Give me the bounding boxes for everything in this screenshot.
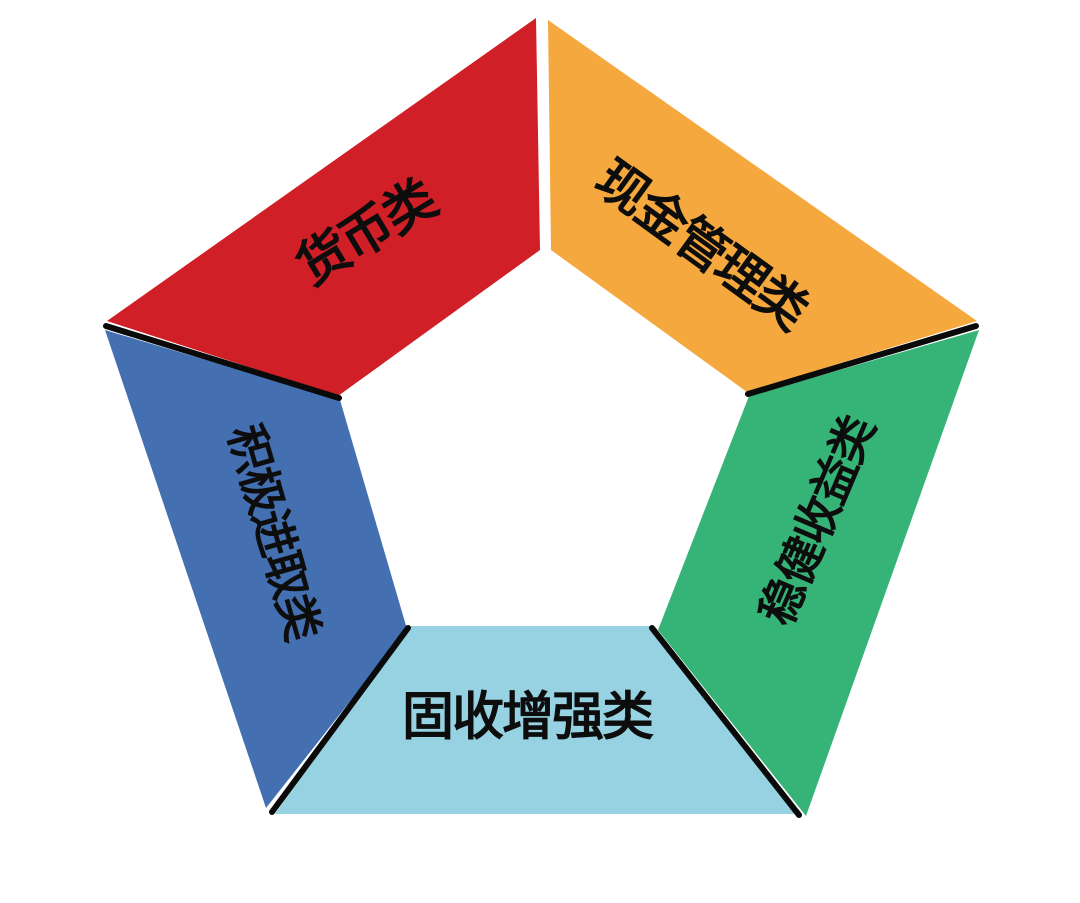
seam-aggressive-fixed-income (269, 625, 411, 815)
seam-fixed-income-stable-income (649, 625, 802, 818)
segment-fixed-income-enhanced (275, 626, 798, 814)
seam-currency-aggressive (103, 323, 342, 401)
segment-aggressive (105, 330, 407, 808)
segment-cash-management (548, 20, 977, 392)
segment-stable-income (658, 330, 979, 816)
segment-currency (107, 18, 540, 396)
seam-stable-income-cash-management (745, 323, 979, 397)
label-fixed-income-enhanced: 固收增强类 (402, 687, 654, 748)
